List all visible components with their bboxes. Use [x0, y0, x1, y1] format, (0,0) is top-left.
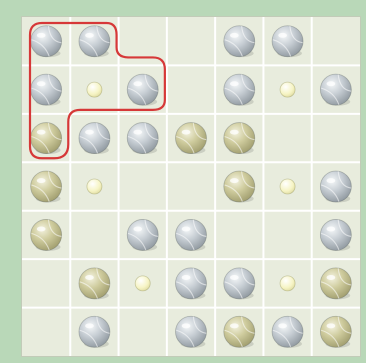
silver-ball-token[interactable]	[272, 316, 303, 347]
pearl-token[interactable]	[87, 82, 102, 97]
pearl-token[interactable]	[135, 276, 150, 291]
silver-ball-token[interactable]	[224, 268, 255, 299]
silver-ball-token[interactable]	[79, 316, 110, 347]
silver-ball-token[interactable]	[272, 26, 303, 57]
gold-ball-token[interactable]	[320, 316, 351, 347]
board-grid	[22, 17, 360, 356]
empty-cell[interactable]	[169, 19, 213, 63]
pearl-token[interactable]	[87, 179, 102, 194]
gold-ball-token[interactable]	[224, 316, 255, 347]
silver-ball-token[interactable]	[320, 171, 351, 202]
gold-ball-token[interactable]	[320, 268, 351, 299]
gold-ball-token[interactable]	[79, 268, 110, 299]
empty-cell[interactable]	[121, 164, 165, 208]
gold-ball-token[interactable]	[176, 123, 207, 154]
gold-ball-token[interactable]	[31, 219, 62, 250]
silver-ball-token[interactable]	[127, 123, 158, 154]
empty-cell[interactable]	[169, 67, 213, 111]
gold-ball-token[interactable]	[31, 123, 62, 154]
empty-cell[interactable]	[314, 116, 358, 160]
puzzle-board	[21, 16, 361, 357]
empty-cell[interactable]	[24, 310, 68, 354]
silver-ball-token[interactable]	[79, 26, 110, 57]
pearl-token[interactable]	[280, 179, 295, 194]
empty-cell[interactable]	[169, 164, 213, 208]
silver-ball-token[interactable]	[127, 219, 158, 250]
gold-ball-token[interactable]	[224, 123, 255, 154]
silver-ball-token[interactable]	[31, 26, 62, 57]
silver-ball-token[interactable]	[176, 219, 207, 250]
empty-cell[interactable]	[72, 213, 116, 257]
gold-ball-token[interactable]	[224, 171, 255, 202]
pearl-token[interactable]	[280, 276, 295, 291]
empty-cell[interactable]	[314, 19, 358, 63]
empty-cell[interactable]	[265, 116, 309, 160]
empty-cell[interactable]	[121, 310, 165, 354]
silver-ball-token[interactable]	[176, 268, 207, 299]
empty-cell[interactable]	[24, 261, 68, 305]
silver-ball-token[interactable]	[320, 74, 351, 105]
silver-ball-token[interactable]	[31, 74, 62, 105]
silver-ball-token[interactable]	[176, 316, 207, 347]
silver-ball-token[interactable]	[224, 74, 255, 105]
silver-ball-token[interactable]	[224, 26, 255, 57]
empty-cell[interactable]	[265, 213, 309, 257]
pearl-token[interactable]	[280, 82, 295, 97]
silver-ball-token[interactable]	[79, 123, 110, 154]
silver-ball-token[interactable]	[320, 219, 351, 250]
silver-ball-token[interactable]	[127, 74, 158, 105]
empty-cell[interactable]	[217, 213, 261, 257]
gold-ball-token[interactable]	[31, 171, 62, 202]
